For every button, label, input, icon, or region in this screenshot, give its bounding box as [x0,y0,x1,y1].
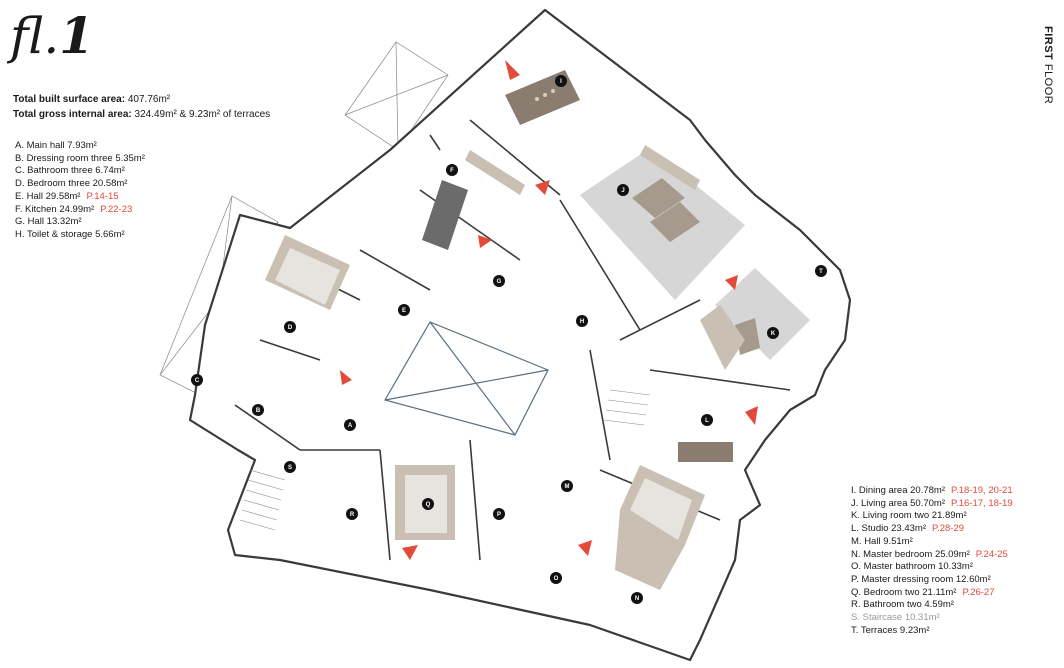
studio-table [678,442,733,462]
legend-row: C. Bathroom three 6.74m² [15,165,125,177]
floor-title: fl.1 [10,6,95,65]
svg-text:D: D [288,325,293,331]
room-tag-b: B [252,404,264,416]
room-tag-g: G [493,275,505,287]
room-tag-p: P [493,508,505,520]
svg-text:S: S [288,465,292,471]
room-tag-k: K [767,327,779,339]
legend-row: M. Hall 9.51m² [851,535,913,547]
staircase [239,389,651,531]
room-tag-f: F [446,164,458,176]
svg-text:O: O [554,576,559,582]
svg-text:T: T [819,269,823,275]
legend-row: G. Hall 13.32m² [15,216,82,228]
svg-text:G: G [497,279,502,285]
legend-row: O. Master bathroom 10.33m² [851,561,973,573]
room-tag-o: O [550,572,562,584]
legend-row: R. Bathroom two 4.59m² [851,599,954,611]
room-tag-i: I [555,75,567,87]
svg-text:P: P [497,512,501,518]
legend-row: T. Terraces 9.23m² [851,624,930,636]
svg-text:L: L [705,418,709,424]
room-tag-c: C [191,374,203,386]
room-tag-m: M [561,480,573,492]
legend-row: B. Dressing room three 5.35m² [15,152,145,164]
svg-text:H: H [580,319,584,325]
legend-row: S. Staircase 10.31m² [851,612,940,624]
room-tag-j: J [617,184,629,196]
living-room-two [700,268,810,370]
bedroom-three [265,235,350,310]
room-tag-e: E [398,304,410,316]
legend-row: A. Main hall 7.93m² [15,140,97,151]
svg-text:F: F [450,168,454,174]
room-tag-s: S [284,461,296,473]
area-stats: Total built surface area: 407.76m² Total… [13,94,271,120]
svg-text:I: I [560,79,562,85]
svg-text:Q: Q [426,502,431,508]
room-tag-d: D [284,321,296,333]
room-tag-r: R [346,508,358,520]
svg-text:E: E [402,308,406,314]
svg-text:A: A [348,423,353,429]
atrium-void [384,321,549,436]
legend-row: K. Living room two 21.89m² [851,510,967,522]
room-tags: A B C D E F G H I J K L M N O P Q R S T [191,75,827,604]
svg-text:J: J [621,188,624,194]
svg-text:B: B [256,408,261,414]
master-bedroom [615,465,705,590]
svg-text:N: N [635,596,639,602]
room-tag-q: Q [422,498,434,510]
svg-text:C: C [195,378,200,384]
view-markers [340,60,758,560]
room-tag-t: T [815,265,827,277]
room-legend-left: A. Main hall 7.93m² B. Dressing room thr… [15,140,151,242]
svg-text:K: K [771,331,776,337]
room-tag-h: H [576,315,588,327]
svg-text:M: M [565,484,570,490]
room-tag-l: L [701,414,713,426]
svg-text:R: R [350,512,355,518]
kitchen-island [422,150,525,250]
legend-row: H. Toilet & storage 5.66m² [15,228,125,240]
legend-row: D. Bedroom three 20.58m² [15,178,128,190]
room-tag-n: N [631,592,643,604]
legend-row: P. Master dressing room 12.60m² [851,573,991,585]
room-tag-a: A [344,419,356,431]
